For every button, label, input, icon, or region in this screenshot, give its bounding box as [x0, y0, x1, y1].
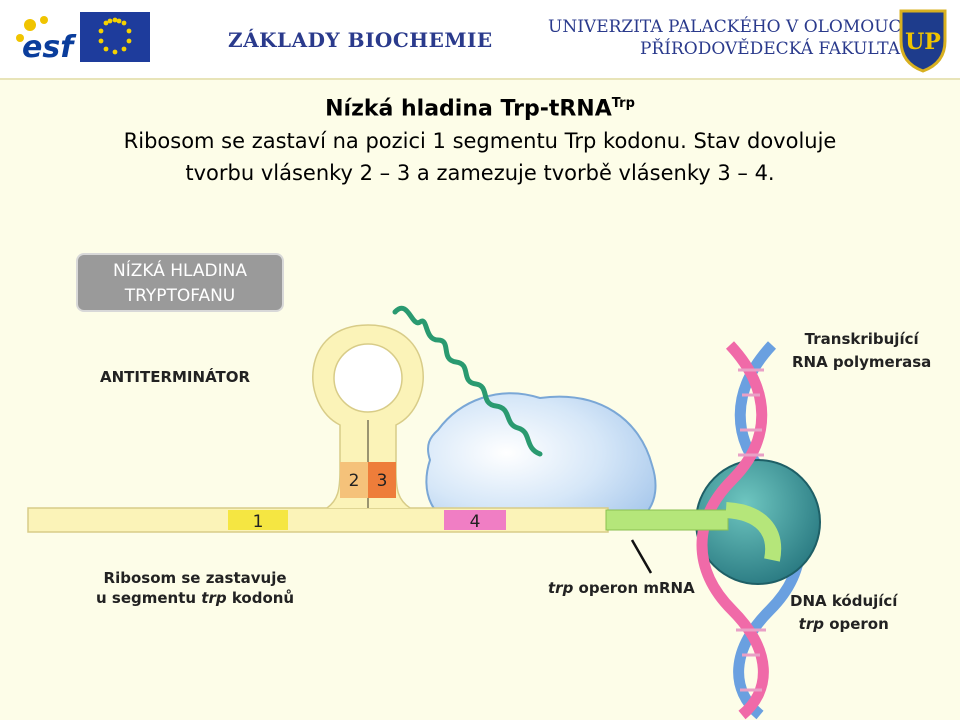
peptide-chain: [392, 306, 543, 457]
subtitle-line-1: Ribosom se zastaví na pozici 1 segmentu …: [123, 129, 837, 154]
dna-label: DNA kódující trp operon: [790, 592, 897, 633]
up-logo-text: UP: [905, 29, 941, 55]
ribosome-line-2-post: kodonů: [226, 589, 295, 607]
dna-line-2: trp operon: [790, 615, 897, 633]
subtitle-line-2: tvorbu vlásenky 2 – 3 a zamezuje tvorbě …: [185, 161, 775, 186]
university-crest-icon: UP: [899, 9, 947, 73]
low-tryptophan-box: NÍZKÁ HLADINA TRYPTOFANU: [76, 253, 284, 312]
slide-title-sup: Trp: [611, 96, 635, 111]
segment-3-box: [368, 462, 396, 498]
mrna-label: trp operon mRNA: [548, 579, 695, 597]
header-divider: [0, 78, 960, 80]
antiterminator-label: ANTITERMINÁTOR: [100, 368, 251, 386]
dna-line-2-post: operon: [823, 615, 889, 633]
ribosome-line-2-italic: trp: [201, 589, 227, 607]
slide-title-main: Nízká hladina Trp-tRNA: [325, 96, 612, 122]
mrna-label-post: operon mRNA: [573, 579, 695, 597]
polymerase-line-2: RNA polymerasa: [792, 353, 932, 371]
course-title: ZÁKLADY BIOCHEMIE: [228, 28, 493, 52]
segment-1-box: [228, 510, 288, 530]
header-bar: esf ZÁKLADY BIOCHEMIE UNIVERZITA PALACKÉ…: [0, 0, 960, 78]
dna-base-pairs: [736, 368, 766, 692]
polymerase-line-1: Transkribující: [804, 330, 919, 348]
dna-line-1: DNA kódující: [790, 592, 898, 610]
ribosome: [425, 392, 657, 527]
segment-2-box: [340, 462, 368, 498]
title-block: Nízká hladina Trp-tRNATrp Ribosom se zas…: [30, 96, 930, 189]
mrna-strand: [27, 502, 782, 562]
eu-logos: [8, 12, 150, 62]
slide-title: Nízká hladina Trp-tRNATrp: [30, 96, 930, 121]
segment-1-label: 1: [253, 512, 264, 532]
ribosome-label: Ribosom se zastavuje u segmentu trp kodo…: [96, 569, 294, 607]
ribosome-line-2: u segmentu trp kodonů: [96, 589, 294, 607]
dna-line-2-italic: trp: [798, 615, 824, 633]
low-trp-line-1: NÍZKÁ HLADINA: [113, 261, 247, 281]
ribosome-line-1: Ribosom se zastavuje: [103, 569, 287, 587]
segment-3-label: 3: [377, 471, 388, 491]
ribosome-line-2-pre: u segmentu: [96, 589, 202, 607]
segment-4-label: 4: [470, 512, 481, 532]
polymerase-label: Transkribující RNA polymerasa: [792, 330, 931, 371]
mrna-label-italic: trp: [548, 579, 574, 597]
mrna-pointer-line: [630, 539, 653, 574]
segment-4-box: [444, 510, 506, 530]
esf-logo-text: esf: [22, 30, 74, 65]
university-name: UNIVERZITA PALACKÉHO V OLOMOUCI: [548, 17, 909, 37]
nascent-rna-bend: [725, 502, 782, 562]
dna-strand-pink: [696, 341, 769, 720]
faculty-name: PŘÍRODOVĚDECKÁ FAKULTA: [640, 39, 900, 59]
segment-2-label: 2: [349, 471, 360, 491]
low-trp-line-2: TRYPTOFANU: [124, 286, 236, 306]
